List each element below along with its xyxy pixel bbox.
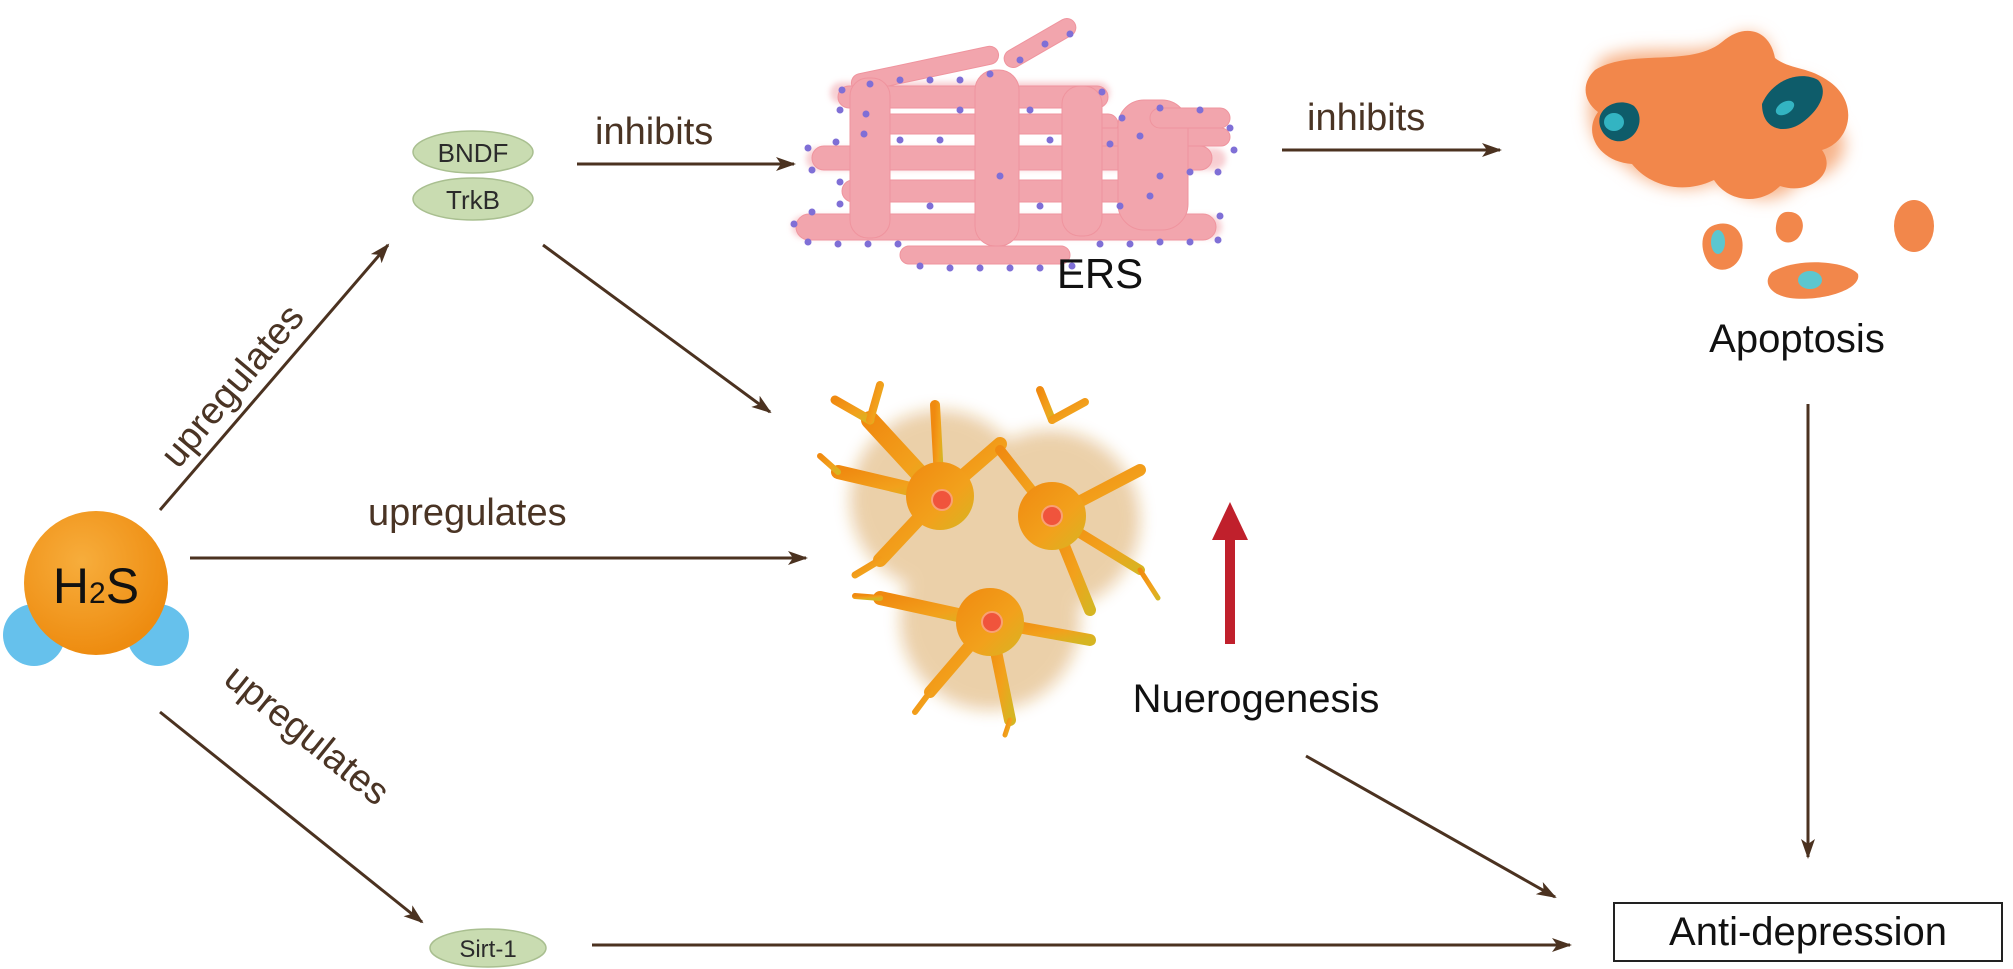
anti-depression-label: Anti-depression	[1669, 910, 1947, 954]
arrow-bndf-to-neurogenesis	[542, 243, 772, 414]
trkb-label: TrkB	[446, 185, 500, 215]
neuron-nuclei	[931, 489, 1063, 633]
anti-depression-box	[1613, 902, 2003, 962]
nucleus-fragment-body4	[1798, 271, 1822, 289]
ers-label: ERS	[1057, 250, 1143, 297]
trkb-pill	[412, 177, 534, 221]
apoptotic-body-3	[1894, 200, 1934, 252]
edge-label-inhibits-apoptosis: inhibits	[1307, 97, 1425, 139]
increase-arrow-head	[1212, 502, 1248, 540]
ribosome-dots	[790, 30, 1238, 272]
arrow-neurogenesis-to-antidepression	[1305, 754, 1557, 899]
er-membrane	[795, 18, 1231, 265]
sirt1-pill	[429, 928, 547, 968]
neuron-cluster	[817, 381, 1161, 738]
apoptosis-illustration: Apoptosis	[1585, 30, 1934, 361]
ers-illustration: ERS	[790, 18, 1238, 297]
apoptotic-cell-body	[1585, 30, 1849, 199]
h2s-label: H2S	[53, 558, 139, 614]
edge-label-inhibits-ers: inhibits	[595, 111, 713, 153]
nucleus-fragment-body1	[1711, 230, 1725, 254]
apoptosis-label: Apoptosis	[1709, 317, 1885, 361]
edge-label-upregulates-bndf: upregulates	[153, 297, 313, 476]
arrow-h2s-to-sirt1	[159, 710, 424, 924]
anti-depression-node: Anti-depression	[1613, 902, 2003, 962]
increase-arrow	[1212, 502, 1248, 644]
bndf-trkb-complex: BNDF TrkB	[412, 130, 534, 221]
sulfur-atom	[24, 511, 168, 655]
arrow-h2s-to-bndf	[158, 243, 390, 511]
sirt1-protein: Sirt-1	[429, 928, 547, 968]
bndf-pill	[412, 130, 534, 174]
edge-label-upregulates-neurogenesis: upregulates	[368, 492, 567, 534]
arrows	[158, 143, 1815, 952]
bndf-label: BNDF	[438, 138, 509, 168]
apoptotic-body-2	[1775, 211, 1803, 243]
edge-label-upregulates-sirt1: upregulates	[216, 656, 397, 814]
sirt1-label: Sirt-1	[459, 936, 516, 963]
h2s-molecule: H2S	[3, 511, 189, 666]
neurogenesis-label: Nuerogenesis	[1133, 677, 1380, 721]
